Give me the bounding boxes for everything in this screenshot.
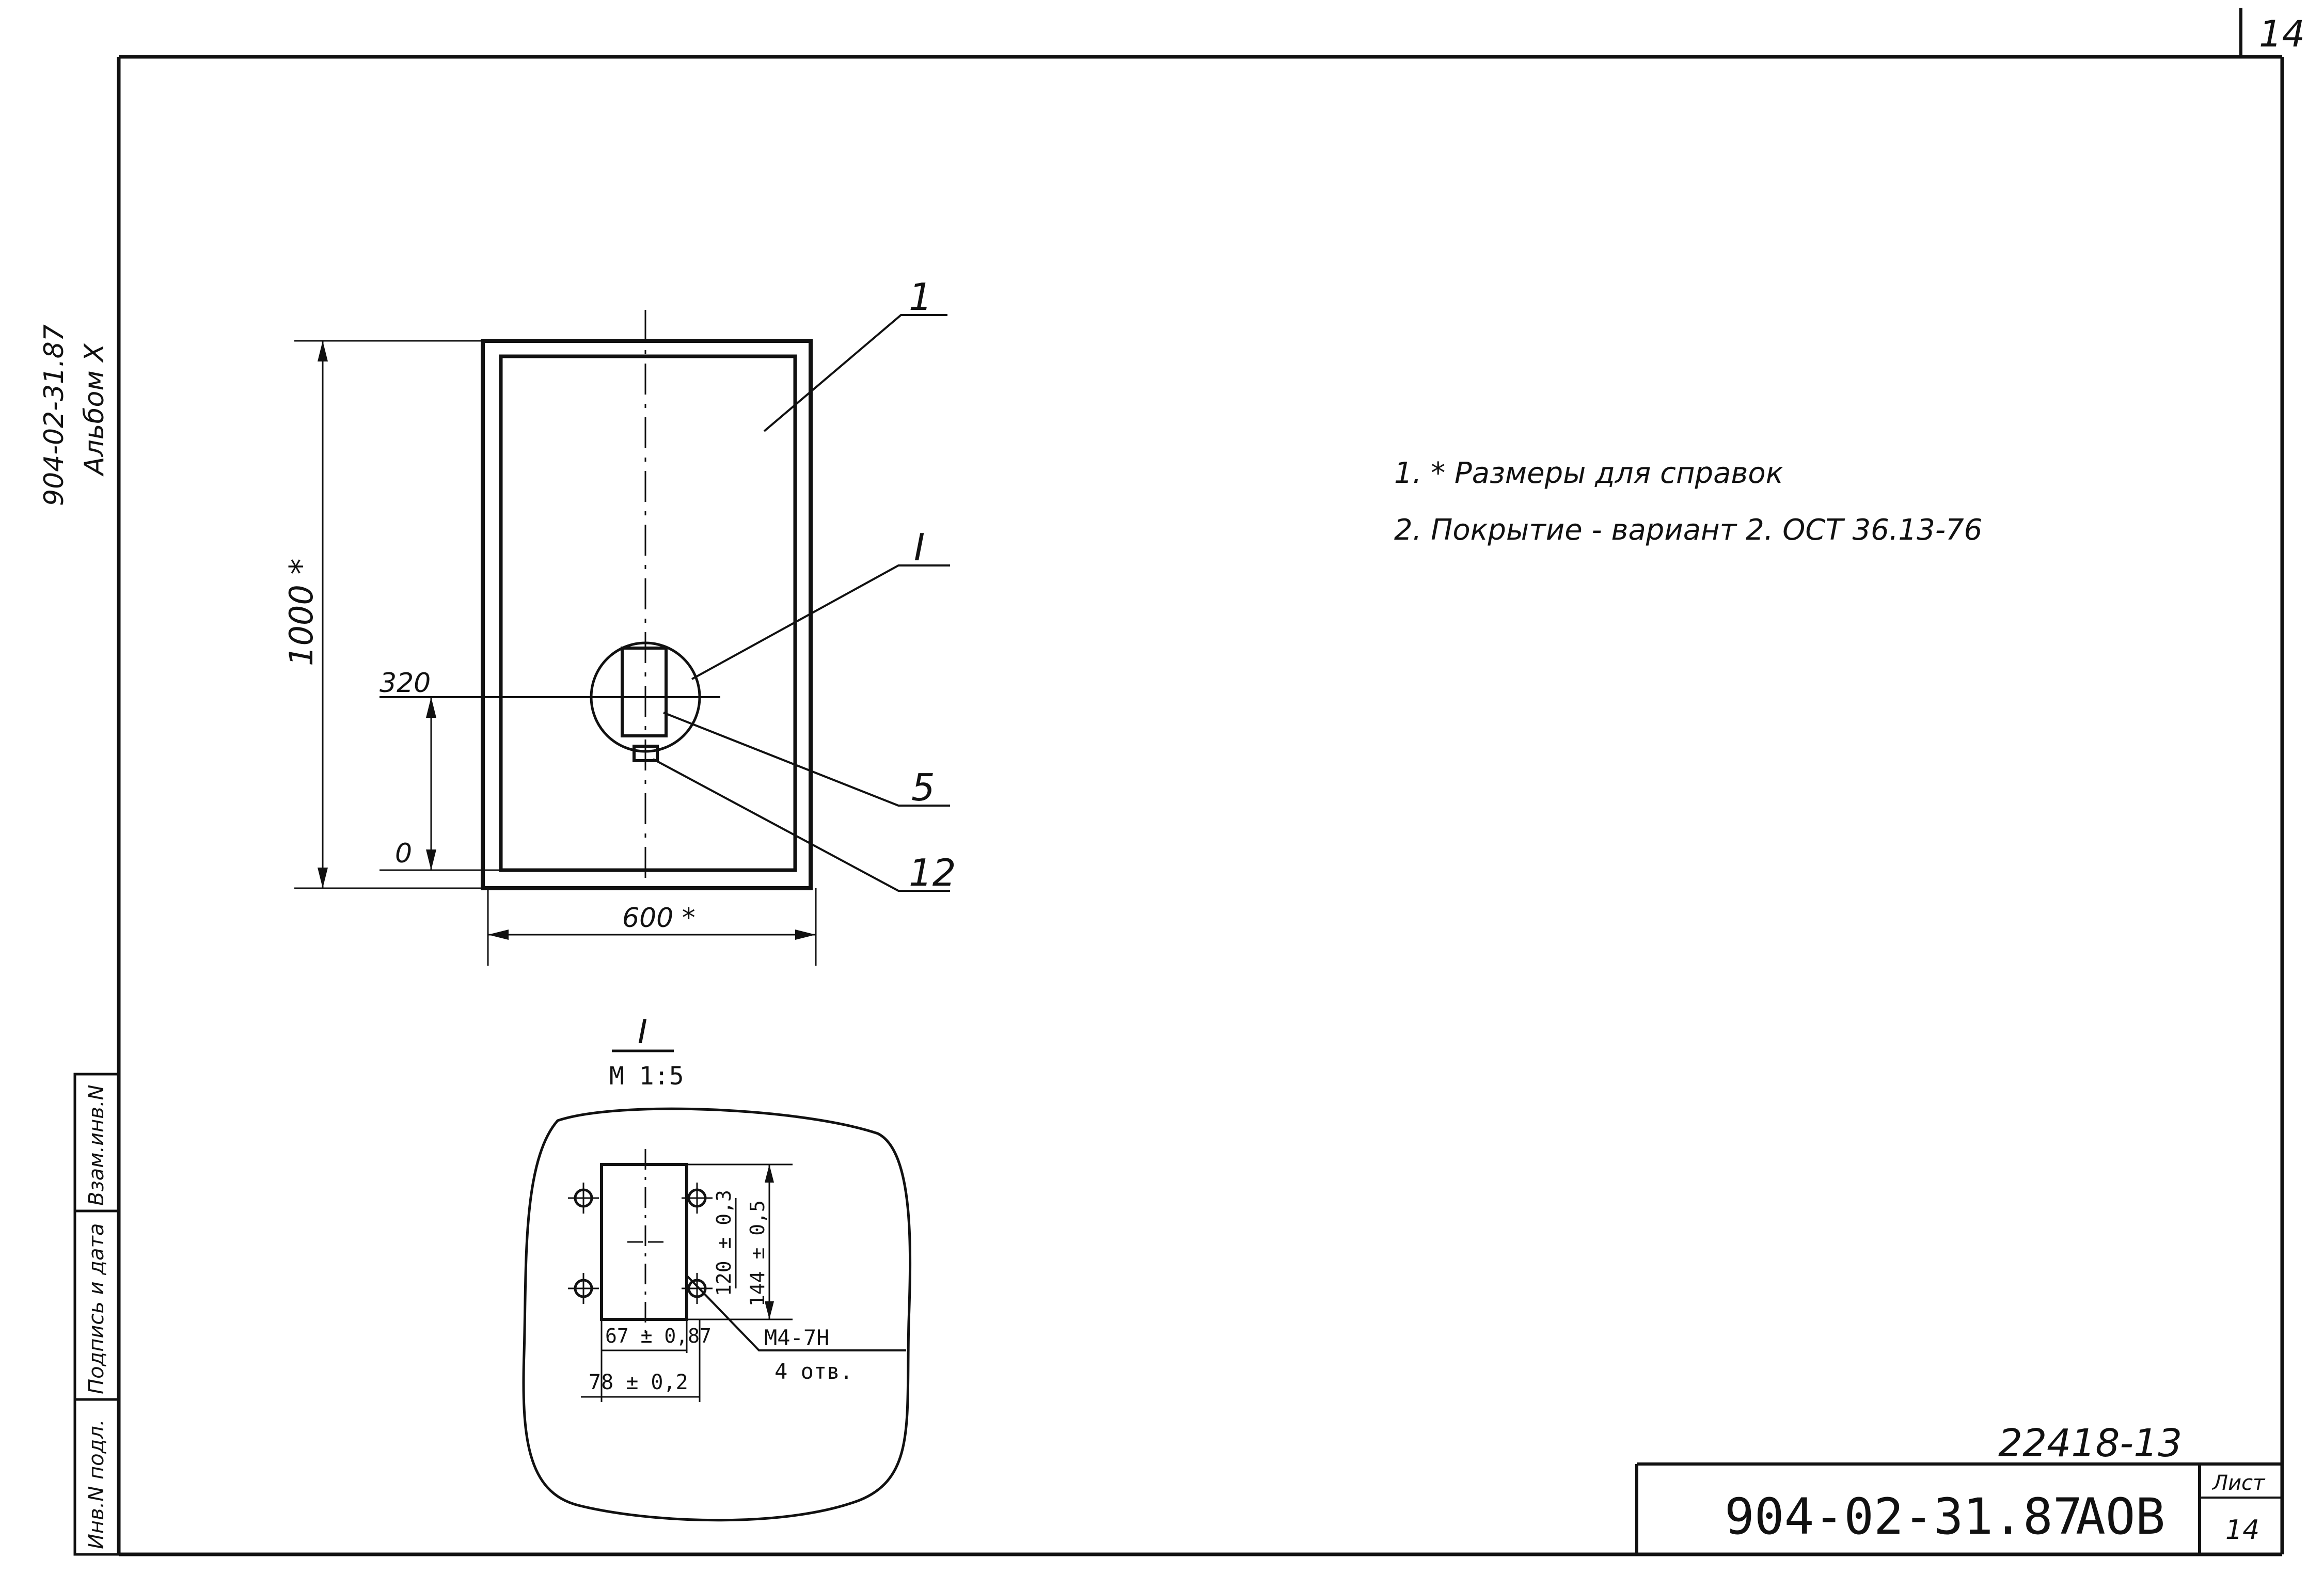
callout-5: 5 — [911, 766, 935, 809]
sheet-frame — [117, 8, 2284, 1556]
hole-count: 4 отв. — [774, 1359, 853, 1384]
side-album: Альбом X — [79, 343, 110, 477]
corner-sheet-number: 14 — [2259, 13, 2305, 55]
notes: 1. * Размеры для справок 2. Покрытие - в… — [1394, 457, 1982, 547]
drawing-section: АОВ — [2076, 1488, 2165, 1546]
detail-view: I М 1:5 — [522, 1013, 912, 1522]
sheet-label: Лист — [2211, 1471, 2266, 1495]
stamp-signature-date: Подпись и дата — [85, 1223, 108, 1394]
main-view: 1000 * 320 0 600 * 1 I 5 12 — [282, 275, 956, 966]
thread-size: М4-7Н — [764, 1325, 829, 1350]
side-album-label: 904-02-31.87 Альбом X — [39, 324, 110, 506]
height-dimension: 1000 * — [282, 559, 320, 667]
component-12 — [633, 745, 659, 762]
hole-top-right — [682, 1183, 713, 1214]
sheet-number: 14 — [2225, 1515, 2259, 1546]
detail-breakout-outline — [522, 1107, 912, 1522]
dim-width-outer: 78 ± 0,2 — [589, 1371, 688, 1394]
note-2: 2. Покрытие - вариант 2. ОСТ 36.13-76 — [1394, 513, 1982, 547]
stamp-inv-original: Инв.N подл. — [85, 1419, 108, 1549]
detail-scale: М 1:5 — [609, 1062, 684, 1091]
dim-width-inner: 67 ± 0,87 — [605, 1325, 712, 1347]
dim-height-inner: 120 ± 0,3 — [713, 1190, 735, 1296]
callout-1: 1 — [909, 275, 932, 319]
leader-1 — [763, 314, 947, 432]
leader-I — [691, 564, 950, 680]
callout-12: 12 — [909, 851, 956, 894]
dim-height-outer: 144 ± 0,5 — [746, 1200, 769, 1307]
width-dimension: 600 * — [622, 903, 695, 934]
panel-outline — [481, 339, 813, 890]
drawing-code: 904-02-31.87 — [1725, 1488, 2083, 1546]
document-number: 22418-13 — [1998, 1421, 2182, 1466]
component-5 — [621, 647, 668, 737]
callout-I: I — [914, 526, 925, 569]
detail-box — [600, 1163, 688, 1321]
hole-top-left — [568, 1183, 599, 1214]
title-block: 22418-13 904-02-31.87 АОВ Лист 14 — [1635, 1421, 2282, 1554]
level-zero-label: 0 — [395, 838, 412, 869]
thread-leader — [686, 1274, 906, 1351]
side-code: 904-02-31.87 — [39, 324, 70, 506]
detail-title: I — [638, 1013, 647, 1051]
note-1: 1. * Размеры для справок — [1394, 457, 1783, 490]
side-stamp: Инв.N подл. Подпись и дата Взам.инв.N — [73, 1073, 120, 1556]
hole-bottom-left — [568, 1273, 599, 1304]
stamp-replace-inv: Взам.инв.N — [85, 1085, 108, 1206]
leader-12 — [653, 758, 950, 892]
leader-5 — [663, 712, 950, 807]
hole-bottom-right — [682, 1273, 713, 1304]
level-320-label: 320 — [380, 668, 431, 699]
panel-inner-frame — [499, 354, 797, 872]
